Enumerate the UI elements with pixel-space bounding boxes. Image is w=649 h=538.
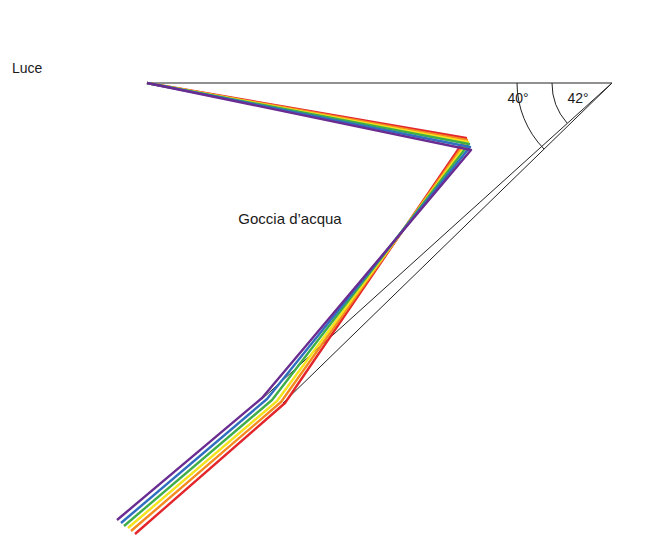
reference-line — [147, 83, 612, 84]
angle-label: 42° — [567, 90, 588, 106]
light-rays — [117, 83, 471, 534]
drop-label: Goccia d’acqua — [238, 210, 341, 227]
water-drop: Goccia d’acqua — [95, 20, 485, 410]
light-ray — [131, 83, 467, 531]
light-ray — [135, 83, 466, 534]
sight-line — [283, 83, 612, 403]
light-ray — [124, 83, 469, 526]
light-ray — [121, 83, 470, 523]
light-ray — [128, 83, 468, 528]
light-label: Luce — [12, 60, 42, 76]
angle-label: 40° — [507, 90, 528, 106]
light-ray — [117, 83, 471, 520]
angle-arc — [552, 83, 567, 123]
